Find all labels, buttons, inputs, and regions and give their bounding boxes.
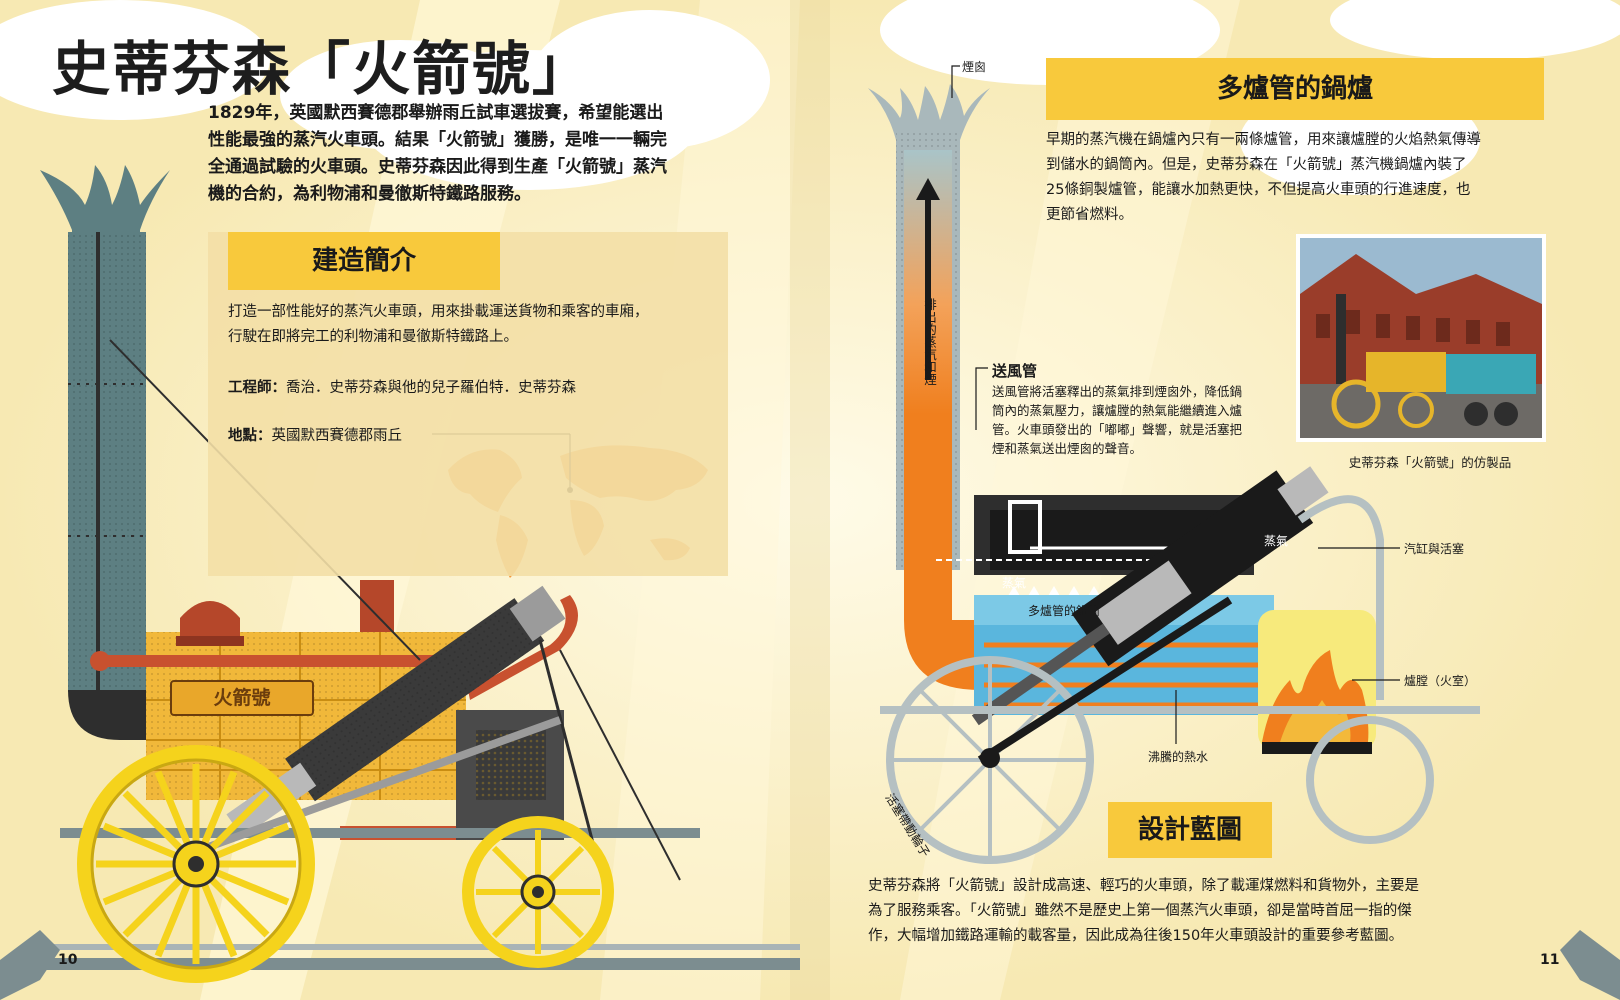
build-desc-line: 打造一部性能好的蒸汽火車頭，用來掛載運送貨物和乘客的車廂， bbox=[228, 304, 649, 320]
blastpipe-line: 筒內的蒸氣壓力，讓爐膛的熱氣能繼續進入爐 bbox=[992, 403, 1243, 418]
page-number-left: 10 bbox=[58, 952, 78, 968]
label-boiler-drum: 多爐管的鍋筒 bbox=[1028, 604, 1101, 618]
build-heading: 建造簡介 bbox=[228, 232, 500, 290]
page-number-right: 11 bbox=[1540, 952, 1560, 968]
location-row: 地點：英國默西賽德郡雨丘 bbox=[228, 424, 402, 449]
design-heading: 設計藍圖 bbox=[1108, 802, 1272, 858]
boiler-line: 更節省燃料。 bbox=[1046, 207, 1133, 223]
label-cylinder: 汽缸與活塞 bbox=[1404, 542, 1465, 556]
location-label: 地點： bbox=[228, 428, 272, 444]
design-line: 為了服務乘客。「火箭號」雖然不是歷史上第一個蒸汽火車頭，卻是當時首屈一指的傑 bbox=[868, 903, 1412, 919]
boiler-line: 早期的蒸汽機在鍋爐內只有一兩條爐管，用來讓爐膛的火焰熱氣傳導 bbox=[1046, 132, 1481, 148]
intro-line: 機的合約，為利物浦和曼徹斯特鐵路服務。 bbox=[208, 184, 531, 204]
boiler-line: 25條銅製爐管，能讓水加熱更快，不但提高火車頭的行進速度，也 bbox=[1046, 182, 1471, 198]
label-steam-cylinder: 蒸氣 bbox=[1264, 534, 1289, 548]
engineer-row: 工程師：喬治．史蒂芬森與他的兒子羅伯特．史蒂芬森 bbox=[228, 376, 576, 401]
intro-line: 全通過試驗的火車頭。史蒂芬森因此得到生產「火箭號」蒸汽 bbox=[208, 157, 667, 177]
label-water: 沸騰的熱水 bbox=[1148, 750, 1209, 764]
intro-paragraph: 1829年，英國默西賽德郡舉辦雨丘試車選拔賽，希望能選出 性能最強的蒸汽火車頭。… bbox=[208, 100, 728, 208]
page-title: 史蒂芬森「火箭號」 bbox=[52, 35, 593, 103]
blastpipe-line: 送風管將活塞釋出的蒸氣排到煙囪外，降低鍋 bbox=[992, 384, 1243, 399]
design-line: 史蒂芬森將「火箭號」設計成高速、輕巧的火車頭，除了載運煤燃料和貨物外，主要是 bbox=[868, 878, 1419, 894]
intro-line: 性能最強的蒸汽火車頭。結果「火箭號」獲勝，是唯一一輛完 bbox=[208, 130, 667, 150]
build-description: 打造一部性能好的蒸汽火車頭，用來掛載運送貨物和乘客的車廂， 行駛在即將完工的利物… bbox=[228, 300, 728, 350]
label-firebox: 爐膛（火室） bbox=[1404, 674, 1477, 688]
boiler-line: 到儲水的鍋筒內。但是，史蒂芬森在「火箭號」蒸汽機鍋爐內裝了 bbox=[1046, 157, 1467, 173]
label-chimney: 煙囪 bbox=[962, 60, 987, 74]
blastpipe-text: 送風管將活塞釋出的蒸氣排到煙囪外，降低鍋 筒內的蒸氣壓力，讓爐膛的熱氣能繼續進入… bbox=[992, 382, 1292, 458]
blastpipe-title: 送風管 bbox=[992, 362, 1038, 380]
build-desc-line: 行駛在即將完工的利物浦和曼徹斯特鐵路上。 bbox=[228, 329, 518, 345]
blastpipe-line: 煙和蒸氣送出煙囪的聲音。 bbox=[992, 441, 1143, 456]
label-steam-boiler: 蒸氣 bbox=[1002, 576, 1027, 590]
intro-line: 1829年，英國默西賽德郡舉辦雨丘試車選拔賽，希望能選出 bbox=[208, 103, 664, 123]
engineer-label: 工程師： bbox=[228, 380, 286, 396]
boiler-heading: 多爐管的鍋爐 bbox=[1046, 58, 1544, 120]
blastpipe-line: 管。火車頭發出的「嘟嘟」聲響，就是活塞把 bbox=[992, 422, 1243, 437]
location-value: 英國默西賽德郡雨丘 bbox=[271, 428, 403, 444]
replica-photo bbox=[1296, 234, 1546, 442]
photo-caption: 史蒂芬森「火箭號」的仿製品 bbox=[1348, 455, 1512, 470]
engineer-value: 喬治．史蒂芬森與他的兒子羅伯特．史蒂芬森 bbox=[286, 380, 576, 396]
boiler-text: 早期的蒸汽機在鍋爐內只有一兩條爐管，用來讓爐膛的火焰熱氣傳導 到儲水的鍋筒內。但… bbox=[1046, 128, 1566, 228]
design-line: 作，大幅增加鐵路運輸的載客量，因此成為往後150年火車頭設計的重要參考藍圖。 bbox=[868, 928, 1404, 944]
label-exhaust: 排出的蒸汽和煙 bbox=[922, 298, 937, 386]
design-text: 史蒂芬森將「火箭號」設計成高速、輕巧的火車頭，除了載運煤燃料和貨物外，主要是 為… bbox=[868, 874, 1528, 949]
nameplate: 火箭號 bbox=[170, 680, 314, 716]
